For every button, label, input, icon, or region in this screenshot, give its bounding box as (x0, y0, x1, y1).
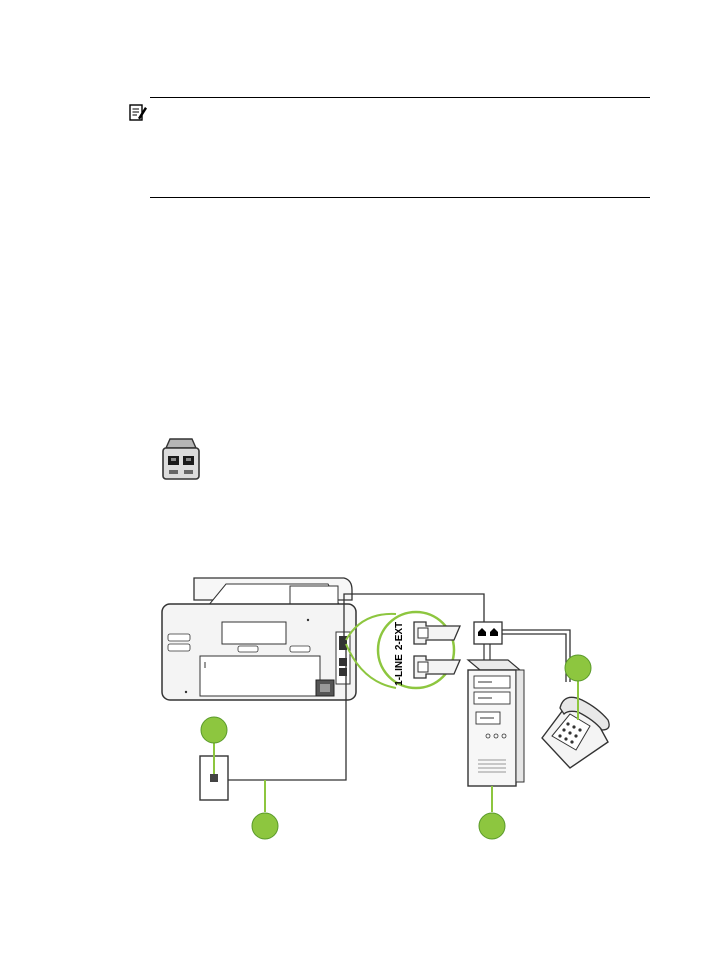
parallel-splitter-icon (162, 438, 200, 480)
connection-diagram: 2-EXT 1-LINE (161, 577, 610, 840)
callout-4 (564, 654, 592, 682)
callout-2 (251, 812, 279, 840)
note-bottom-rule (150, 197, 650, 198)
note-icon (129, 104, 147, 121)
printer-back (161, 577, 357, 701)
telephone (541, 696, 610, 769)
callout-3 (478, 812, 506, 840)
note-top-rule (150, 97, 650, 98)
port-ext-label: 2-EXT (394, 622, 405, 650)
port-magnifier: 2-EXT 1-LINE (345, 610, 461, 690)
callout-1 (200, 716, 228, 744)
modem-jack-box (473, 621, 503, 645)
port-line-label: 1-LINE (394, 654, 405, 686)
computer-tower (466, 659, 525, 787)
